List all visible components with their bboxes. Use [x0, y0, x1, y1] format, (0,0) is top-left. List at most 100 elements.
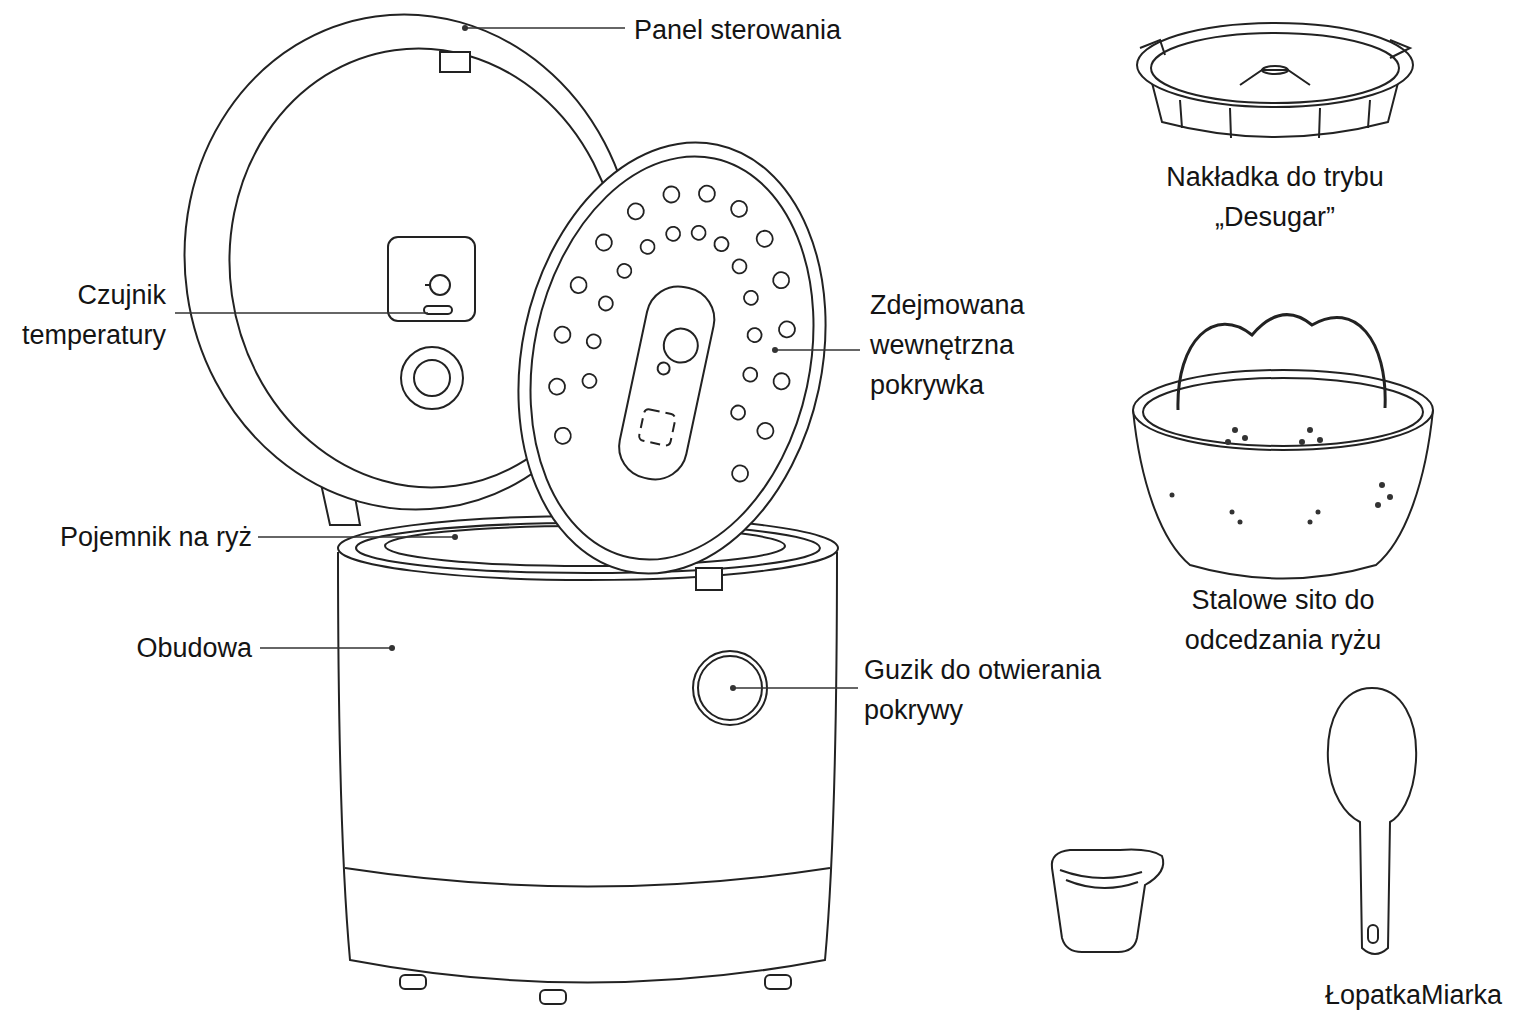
- sensor-slot: [424, 306, 452, 314]
- measuring-cup: [1052, 850, 1163, 952]
- lid-latch: [440, 52, 470, 72]
- insert-handle: [1140, 40, 1165, 55]
- leader-dot: [389, 645, 395, 651]
- vent-hole: [626, 202, 645, 221]
- leader-line: [733, 687, 858, 689]
- vent-hole: [756, 421, 775, 440]
- vent-hole: [730, 199, 749, 218]
- vent-hole: [569, 276, 588, 295]
- body-latch: [696, 568, 722, 590]
- steam-valve-inner: [414, 360, 450, 396]
- desugar-insert: [1137, 23, 1413, 138]
- vent-hole: [743, 289, 760, 306]
- vent-hole: [772, 372, 791, 391]
- leader-dot: [730, 685, 736, 691]
- spatula-hole: [1368, 925, 1378, 943]
- insert-ribs: [1180, 100, 1370, 138]
- vent-hole: [616, 263, 633, 280]
- part-label: Panel sterowania: [634, 10, 894, 50]
- vent-hole: [772, 271, 791, 290]
- center-mark: [638, 408, 676, 446]
- vent-hole: [755, 229, 774, 248]
- vent-hole: [713, 236, 730, 253]
- sensor-panel: [388, 237, 475, 321]
- sieve-hole: [1375, 502, 1381, 508]
- leader-line: [175, 312, 428, 314]
- vent-hole: [548, 377, 567, 396]
- sieve-hole: [1307, 427, 1313, 433]
- center-knob: [661, 325, 701, 365]
- body-foot: [765, 975, 791, 989]
- sieve-hole: [1225, 439, 1231, 445]
- sieve-holes: [1170, 427, 1394, 525]
- sieve-hole: [1230, 510, 1235, 515]
- steam-valve: [401, 347, 463, 409]
- vent-hole: [730, 404, 747, 421]
- leader-line: [465, 27, 625, 29]
- sieve-handle: [1178, 315, 1385, 410]
- sensor-stem: [425, 284, 430, 286]
- leader-line: [260, 647, 392, 649]
- vent-hole: [731, 464, 750, 483]
- leader-line: [258, 536, 455, 538]
- body-band: [345, 868, 830, 887]
- sieve-hole: [1299, 439, 1305, 445]
- cup-liquid: [1066, 880, 1138, 888]
- sieve-rim-inner: [1143, 378, 1423, 446]
- accessory-label: ŁopatkaMiarka: [1325, 975, 1521, 1015]
- part-label: Zdejmowana wewnętrzna pokrywka: [870, 285, 1045, 405]
- center-screw: [657, 361, 671, 375]
- vent-hole: [594, 233, 613, 252]
- spatula-body: [1328, 688, 1416, 954]
- sieve-hole: [1232, 427, 1238, 433]
- vent-hole: [553, 426, 572, 445]
- vent-hole: [731, 258, 748, 275]
- part-label: Obudowa: [60, 628, 252, 668]
- sieve-hole: [1170, 493, 1175, 498]
- accessory-label: Nakładka do trybu „Desugar”: [1150, 157, 1400, 237]
- leader-dot: [772, 347, 778, 353]
- insert-inner: [1151, 33, 1399, 103]
- leader-dots: [389, 25, 778, 691]
- part-label: Guzik do otwierania pokrywy: [864, 650, 1126, 730]
- cup-rim: [1060, 870, 1142, 878]
- sieve-hole: [1316, 510, 1321, 515]
- sieve-hole: [1238, 520, 1243, 525]
- rice-spatula: [1328, 688, 1416, 954]
- part-label: Czujnik temperatury: [0, 275, 166, 355]
- center-plate: [613, 281, 720, 486]
- vent-hole: [665, 226, 682, 243]
- cooker-body: [338, 516, 838, 1004]
- inner-lid-ring: [495, 130, 850, 586]
- sieve-hole: [1317, 437, 1323, 443]
- body-foot: [400, 975, 426, 989]
- insert-cone: [1240, 70, 1310, 85]
- insert-rim: [1137, 23, 1413, 107]
- vent-hole: [777, 320, 796, 339]
- sensor-pin: [430, 275, 450, 295]
- vent-hole: [553, 325, 572, 344]
- vent-hole: [585, 333, 602, 350]
- sieve-hole: [1242, 435, 1248, 441]
- leader-dot: [452, 534, 458, 540]
- insert-cone-top: [1262, 66, 1288, 74]
- sieve-hole: [1387, 494, 1393, 500]
- vent-hole: [598, 295, 615, 312]
- inner-lid-edge: [480, 114, 864, 603]
- cup-body: [1052, 850, 1163, 952]
- vent-hole: [697, 184, 716, 203]
- vent-hole: [746, 327, 763, 344]
- vent-hole: [742, 366, 759, 383]
- accessory-label: Stalowe sito do odcedzania ryżu: [1160, 580, 1406, 660]
- leader-lines: [175, 28, 860, 688]
- leader-line: [775, 349, 860, 351]
- body-foot: [540, 990, 566, 1004]
- leader-dot: [462, 25, 468, 31]
- vent-hole: [690, 224, 707, 241]
- body-side: [338, 552, 837, 983]
- vent-hole: [639, 239, 656, 256]
- vent-hole: [662, 185, 681, 204]
- sieve-hole: [1308, 520, 1313, 525]
